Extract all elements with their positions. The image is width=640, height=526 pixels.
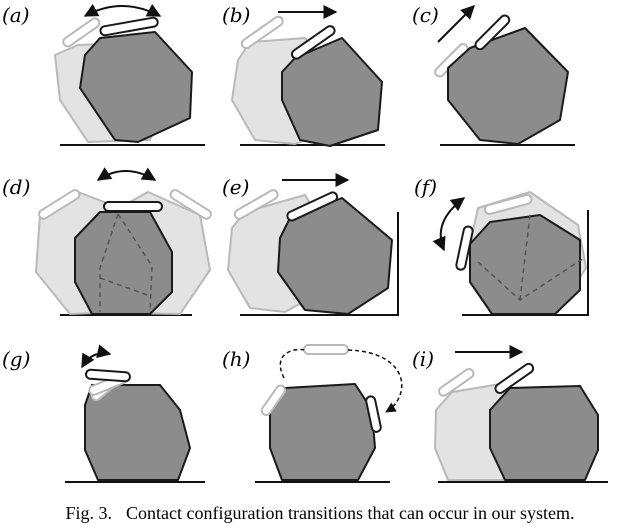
regrasp-path [279, 348, 305, 379]
object [277, 197, 393, 315]
finger [286, 191, 339, 222]
rotation-arrow [96, 167, 157, 181]
panel-label-h: (h) [222, 347, 251, 371]
panel-e: (e) [222, 173, 399, 316]
diagonal-arrow [437, 5, 475, 43]
ghost-finger [233, 189, 279, 220]
panel-label-i: (i) [412, 347, 434, 371]
finger [290, 25, 336, 60]
ghost-finger [240, 15, 284, 50]
panel-h: (h) [222, 344, 403, 483]
ghost-finger [260, 384, 287, 417]
object [447, 27, 569, 145]
finger [85, 368, 131, 383]
finger [474, 14, 511, 51]
finger [103, 201, 163, 212]
panel-label-f: (f) [414, 175, 437, 199]
rotation-arrow [81, 344, 112, 369]
hidden-outline [99, 213, 153, 313]
panel-b: (b) [222, 3, 385, 147]
finger [494, 362, 535, 394]
caption-text: Contact configuration transitions that c… [126, 503, 575, 523]
contact-transitions-figure: (a) (b) (c) (d) [2, 3, 608, 483]
object [489, 385, 599, 481]
panel-a: (a) [2, 3, 205, 146]
object [74, 211, 173, 315]
object [281, 37, 383, 147]
hidden-outline [477, 214, 585, 301]
object [84, 384, 191, 481]
panel-label-a: (a) [2, 3, 30, 27]
finger [99, 16, 159, 37]
ghost-finger [303, 344, 349, 355]
panel-d: (d) [2, 167, 212, 316]
figure-caption: Fig. 3. Contact configuration transitions… [0, 500, 640, 526]
ghost-finger-right [169, 189, 212, 220]
panel-label-d: (d) [2, 175, 30, 199]
object [269, 383, 376, 481]
regrasp-path [347, 349, 403, 413]
panel-label-b: (b) [222, 3, 250, 27]
corner-wall [240, 212, 399, 316]
finger [365, 395, 382, 433]
object [79, 31, 193, 143]
caption-prefix: Fig. 3. [65, 503, 113, 523]
panel-i: (i) [412, 345, 608, 483]
panel-label-c: (c) [412, 3, 439, 27]
ghost-finger-left [38, 189, 81, 220]
panel-g: (g) [2, 344, 205, 483]
ghost-finger [483, 193, 533, 216]
panel-f: (f) [414, 175, 589, 316]
object [469, 214, 581, 315]
rotation-arrow [83, 3, 162, 17]
panel-label-g: (g) [2, 347, 30, 371]
panel-c: (c) [412, 3, 575, 146]
rotation-arrow [432, 197, 466, 252]
ghost-finger [62, 17, 101, 48]
panel-label-e: (e) [222, 175, 249, 199]
ghost-finger [438, 368, 475, 397]
